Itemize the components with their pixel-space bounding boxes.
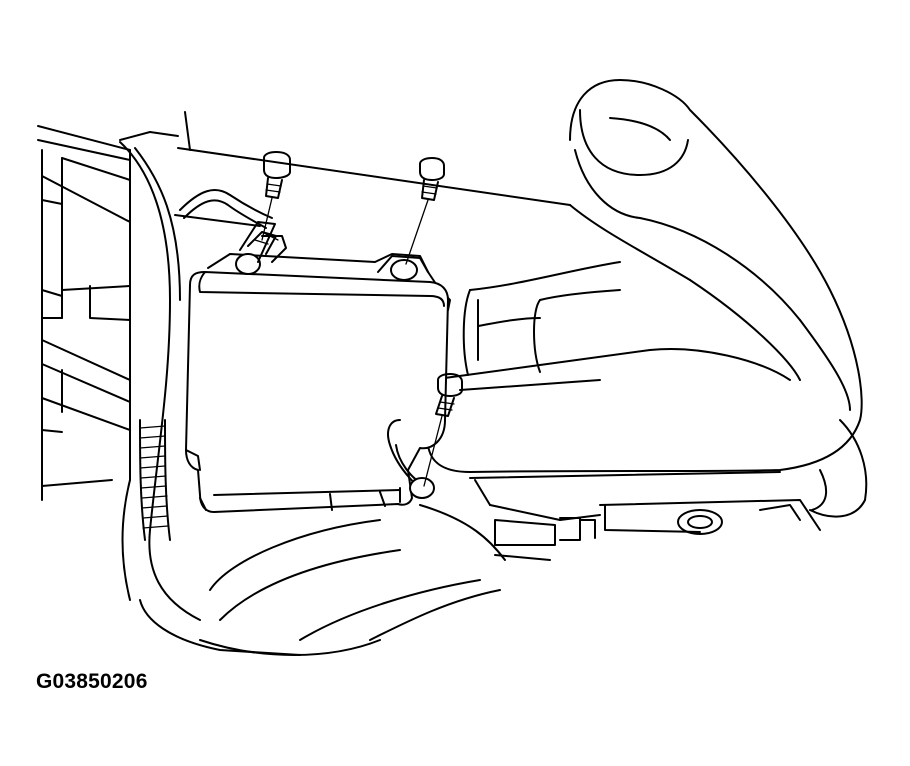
mounting-bolt-front	[423, 373, 463, 487]
figure-id: G03850206	[36, 670, 148, 693]
floor-tunnel-contours	[174, 147, 601, 656]
lower-bolt-hole	[677, 509, 723, 535]
mounting-bolt-left	[261, 151, 291, 241]
module-rear-right-mount	[377, 255, 429, 281]
module-connector-harness	[179, 189, 287, 263]
side-trim-panel	[119, 141, 301, 656]
module-rear-left-mount	[235, 253, 261, 275]
parking-brake-lever	[427, 79, 868, 518]
left-dashboard-structure	[37, 111, 191, 501]
mounting-bolt-center	[405, 157, 445, 265]
module-front-mount-tab	[387, 419, 435, 499]
lower-bracket	[494, 499, 821, 546]
wiring-harness-conduit	[139, 419, 171, 541]
